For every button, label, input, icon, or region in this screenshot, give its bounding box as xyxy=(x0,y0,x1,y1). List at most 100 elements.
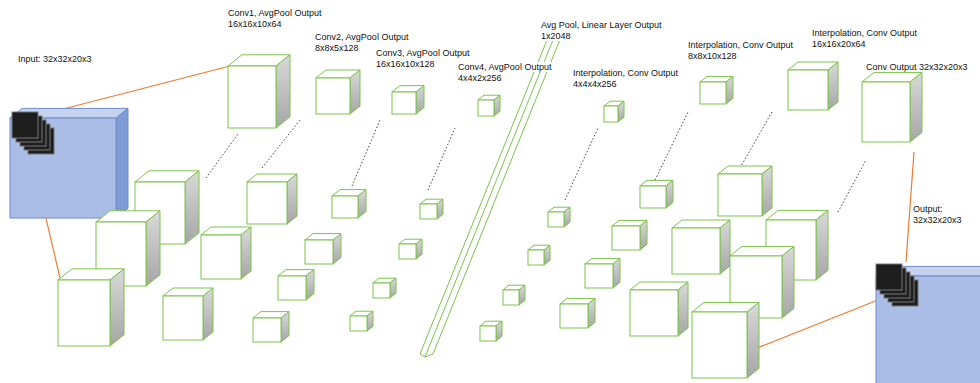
bar-edge xyxy=(425,35,555,357)
cube-side xyxy=(747,302,759,378)
label-ground: Interpolation, Conv Output 4x4x4x256 xyxy=(573,68,678,89)
cube-front xyxy=(612,226,640,250)
cube-side xyxy=(564,207,570,227)
cube-side xyxy=(146,211,160,286)
cube-side xyxy=(390,278,396,298)
cube-side xyxy=(816,210,828,280)
label-ground: Conv Output 32x32x20x3 xyxy=(866,62,968,72)
cube-side xyxy=(726,76,733,104)
cube-front xyxy=(788,70,828,110)
cube-side xyxy=(618,101,624,122)
cube-volume xyxy=(278,270,314,300)
cube-front xyxy=(399,244,416,259)
cube-side xyxy=(281,312,289,342)
cube-side xyxy=(782,246,794,318)
cube-side xyxy=(333,234,341,264)
cube-side xyxy=(185,171,199,244)
cube-volume xyxy=(253,312,289,342)
cube-front xyxy=(278,276,306,300)
cube-volume xyxy=(163,288,213,340)
cube-volume xyxy=(692,302,759,378)
data-slice xyxy=(12,112,38,138)
label-ground: Interpolation, Conv Output 16x16x20x64 xyxy=(812,28,917,49)
cube-side xyxy=(828,62,838,110)
cube-front xyxy=(316,78,350,114)
label-ground: Avg Pool, Linear Layer Output 1x2048 xyxy=(541,20,661,41)
cube-front xyxy=(305,240,333,264)
cube-volume xyxy=(612,220,647,250)
data-slice xyxy=(876,264,902,290)
cube-front xyxy=(392,92,416,114)
cube-volume xyxy=(420,199,443,219)
layer-label: Output: 32x32x20x3 xyxy=(913,204,975,226)
illustration-group xyxy=(10,35,980,383)
cube-volume xyxy=(585,258,620,288)
cube-front xyxy=(548,212,564,227)
cube-front xyxy=(373,283,390,298)
cube-side xyxy=(276,55,290,128)
cube-side xyxy=(110,269,124,346)
cube-side xyxy=(519,285,525,305)
cube-front xyxy=(718,174,762,216)
cube-volume xyxy=(305,234,341,264)
cube-volume xyxy=(548,207,570,227)
cube-front xyxy=(604,106,618,122)
cube-side xyxy=(367,311,373,331)
cube-volume xyxy=(373,278,396,298)
cube-volume xyxy=(503,285,525,305)
cube-side xyxy=(720,220,730,274)
cube-volume xyxy=(58,269,124,346)
cube-side xyxy=(416,239,422,259)
cube-volume xyxy=(350,311,373,331)
cube-side xyxy=(910,72,922,142)
cube-front xyxy=(585,264,613,288)
cube-volume xyxy=(228,55,290,128)
cube-volume xyxy=(630,282,688,336)
cube-side xyxy=(762,166,772,216)
cube-volume xyxy=(640,180,673,208)
cube-volume xyxy=(788,62,838,110)
cube-side xyxy=(358,190,366,218)
layer-label: Interpolation, Conv Output 16x16x20x64 xyxy=(812,28,944,50)
cube-front xyxy=(503,290,519,305)
cube-front xyxy=(58,280,110,346)
cube-front xyxy=(228,66,276,128)
cube-side xyxy=(666,180,673,208)
guide-dots xyxy=(206,134,238,178)
cube-front xyxy=(163,296,203,340)
guide-dots xyxy=(740,112,772,168)
cube-front xyxy=(247,182,287,224)
cube-volume xyxy=(672,220,730,274)
cube-front xyxy=(630,290,678,336)
cube-front xyxy=(201,235,241,279)
guide-dots xyxy=(428,128,455,190)
layer-label: Input: 32x32x20x3 xyxy=(18,54,92,65)
guide-dots xyxy=(352,120,380,186)
cube-side xyxy=(350,70,360,114)
layer-label: Interpolation, Conv Output 4x4x4x256 xyxy=(573,68,705,90)
cube-front xyxy=(560,304,588,328)
cube-volume xyxy=(399,239,422,259)
cube-side xyxy=(496,321,502,341)
cube-volume xyxy=(604,101,624,122)
layer-label: Conv4, AvgPool Output 4x4x2x256 xyxy=(458,62,566,84)
cube-side xyxy=(116,108,128,218)
cube-side xyxy=(437,199,443,219)
cube-side xyxy=(287,174,297,224)
cube-side xyxy=(203,288,213,340)
cube-side xyxy=(588,298,595,328)
cube-front xyxy=(700,82,726,104)
cube-side xyxy=(494,95,500,116)
cube-side xyxy=(241,227,251,279)
cube-side xyxy=(306,270,314,300)
cube-side xyxy=(678,282,688,336)
guide-dots xyxy=(655,112,688,180)
cube-volume xyxy=(700,76,733,104)
label-ground: Conv1, AvgPool Output 16x16x10x64 xyxy=(228,8,321,29)
cube-side xyxy=(416,86,424,114)
guide-dots xyxy=(838,160,866,212)
cube-volume xyxy=(560,298,595,328)
cube-front xyxy=(350,316,367,331)
